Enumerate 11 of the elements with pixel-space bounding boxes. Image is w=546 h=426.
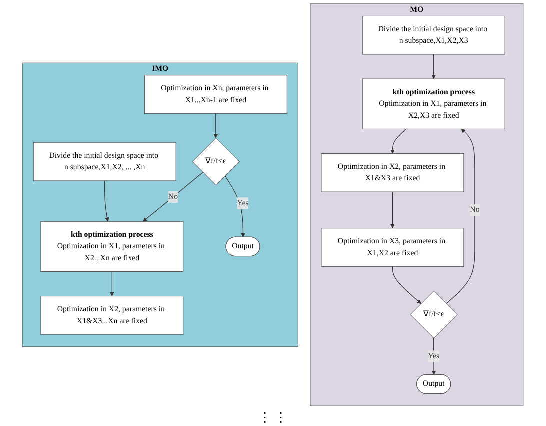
arrow [390,128,407,154]
continuation-dots: ⋮ ⋮ [258,410,288,426]
arrow [392,266,422,304]
arrow [110,271,114,296]
arrow [224,176,246,238]
arrow [142,172,204,222]
arrow [390,192,395,229]
arrow [446,128,476,304]
arrow [214,113,218,138]
arrow [432,54,436,80]
arrow [104,180,110,222]
